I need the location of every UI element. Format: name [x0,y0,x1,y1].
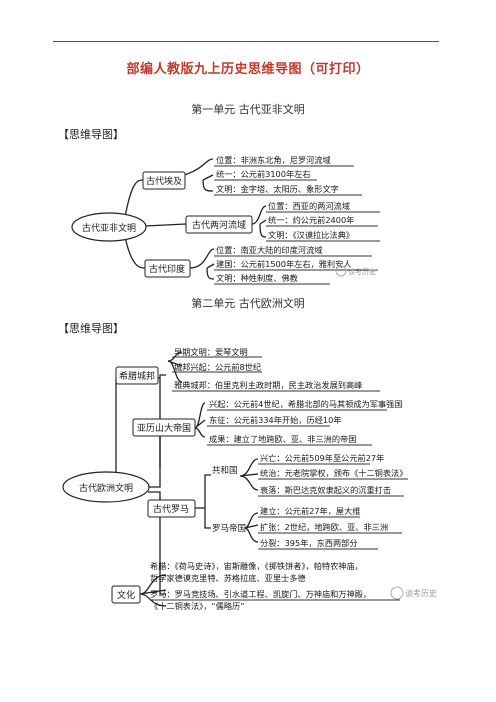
svg-text:古代埃及: 古代埃及 [146,175,182,187]
svg-text:古代罗马: 古代罗马 [153,503,189,515]
svg-text:古代两河流域: 古代两河流域 [192,219,246,231]
unit1-root-node: 古代亚非文明 [71,212,147,242]
unit2-root-label: 古代欧洲文明 [79,482,133,494]
unit1-connectors [124,158,267,280]
leaf: 兴亡：公元前509年至公元前27年 [260,453,384,463]
leaf: 衰落：斯巴达克奴隶起义的沉重打击 [260,485,391,495]
leaf: 成果：建立了地跨欧、亚、非三洲的帝国 [209,434,356,444]
unit1-branch-mesopotamia: 古代两河流域 [185,215,253,234]
unit1-leaves: 位置：非洲东北角，尼罗河流域 统一：公元前3100年左右 文明：金字塔、太阳历、… [216,155,354,283]
svg-text:谈考历史: 谈考历史 [405,588,437,598]
svg-text:谈考历史: 谈考历史 [348,267,376,276]
rome-empire-label: 罗马帝国 [212,523,246,534]
unit1-branch-india: 古代印度 [144,259,191,278]
leaf: 统一：公元前3100年左右 [216,169,311,179]
svg-text:古代印度: 古代印度 [149,263,185,275]
rome-republic-label: 共和国 [212,466,238,476]
wechat-icon [390,586,404,600]
leaf: 扩张：2世纪，地跨欧、亚、非三洲 [260,522,388,532]
leaf: 东征：公元前334年开始，历经10年 [209,415,341,425]
wechat-icon [335,265,347,277]
svg-text:希腊城邦: 希腊城邦 [119,370,155,382]
unit2-branch-rome: 古代罗马 [147,499,196,518]
unit2-section-label: 【思维导图】 [58,322,124,335]
culture-line: 罗马：罗马竞技场、引水道工程、凯旋门、万神庙和万神殿， [150,589,371,599]
unit1-branch-egypt: 古代埃及 [142,171,186,190]
leaf: 统治：元老院掌权，颁布《十二铜表法》 [260,468,407,478]
svg-text:文化: 文化 [117,589,135,601]
unit2-leaves: 早期文明：爱琴文明 城邦兴起：公元前8世纪 雅典城邦：伯里克利主政时期，民主政治… [150,347,407,611]
unit2-heading: 第二单元 古代欧洲文明 [191,297,305,310]
leaf: 城邦兴起：公元前8世纪 [174,362,261,372]
culture-line: 哲学家德谟克里特、苏格拉底、亚里士多德 [150,573,306,583]
leaf: 早期文明：爱琴文明 [174,347,248,357]
unit1-root-label: 古代亚非文明 [82,222,136,234]
unit1-watermark: 谈考历史 [335,265,376,277]
leaf: 文明：《汉谟拉比法典》 [268,230,354,240]
culture-line: 希腊：《荷马史诗》，宙斯雕像，《掷铁饼者》，帕特农神庙， [150,561,363,571]
unit2-branch-alexander: 亚历山大帝国 [132,418,196,437]
leaf: 雅典城邦：伯里克利主政时期，民主政治发展到高峰 [174,380,362,390]
leaf: 兴起：公元前4世纪，希腊北部的马其顿成为军事强国 [209,399,403,409]
unit1-heading: 第一单元 古代亚非文明 [191,103,305,116]
leaf: 文明：金字塔、太阳历、象形文字 [216,184,339,194]
unit2-root-node: 古代欧洲文明 [62,471,150,503]
leaf: 文明：种姓制度、佛教 [216,273,298,283]
leaf: 位置：西亚的两河流域 [268,201,350,211]
unit2-branch-greece: 希腊城邦 [115,366,159,385]
leaf: 位置：南亚大陆的印度河流域 [216,245,322,255]
unit2-branch-culture: 文化 [111,585,141,604]
header-divider [53,41,439,42]
page-title: 部编人教版九上历史思维导图（可打印） [126,62,370,77]
unit2-watermark: 谈考历史 [390,586,437,600]
unit2-underlines [150,356,408,601]
leaf: 分裂：395年，东西两部分 [260,538,358,548]
leaf: 统一：约公元前2400年 [268,215,354,225]
leaf: 建国：公元前1500年左右，雅利安人 [216,259,351,269]
leaf: 位置：非洲东北角，尼罗河流域 [216,155,331,165]
leaf: 建立：公元前27年，屋大维 [260,506,360,516]
culture-line: 《十二铜表法》，“儒略历” [150,601,244,611]
unit1-section-label: 【思维导图】 [58,128,124,141]
unit1-underlines [214,165,380,285]
svg-text:亚历山大帝国: 亚历山大帝国 [137,422,191,434]
